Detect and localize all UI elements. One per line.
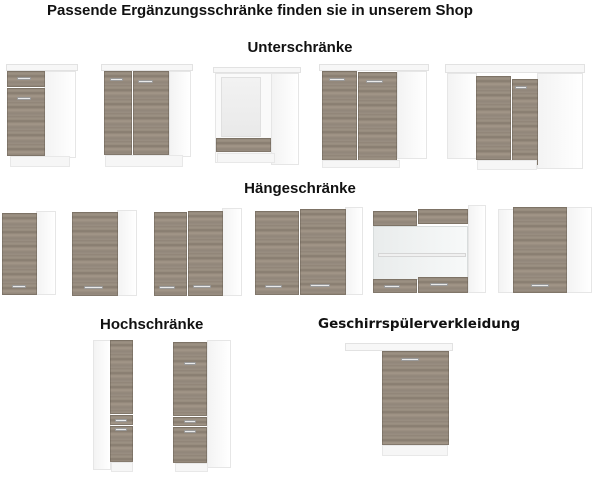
product-wall-cabinet-glass-doors[interactable] [372,205,488,298]
section-heading-unterschraenke: Unterschränke [247,39,353,56]
product-tall-cabinet-narrow[interactable] [93,340,141,474]
section-heading-hochschraenke: Hochschränke [100,316,204,333]
product-wall-cabinet-two-doors[interactable] [152,208,244,298]
product-base-cabinet-two-doors-wide[interactable] [319,64,431,169]
product-dishwasher-front-panel[interactable] [345,343,457,458]
product-corner-wall-cabinet[interactable] [496,205,596,298]
product-corner-base-cabinet[interactable] [445,64,595,172]
section-heading-haengeschraenke: Hängeschränke [244,180,356,197]
product-tall-cabinet-wide[interactable] [172,340,234,474]
product-oven-housing-base-cabinet[interactable] [213,67,301,167]
section-heading-geschirrspueler: Geschirrspülerverkleidung [318,316,521,332]
page-title: Passende Ergänzungsschränke finden sie i… [47,2,473,19]
product-wall-cabinet-narrow[interactable] [2,211,58,297]
product-base-cabinet-two-doors[interactable] [101,64,193,169]
product-wall-cabinet-single-door[interactable] [71,210,139,298]
product-base-cabinet-drawer-door[interactable] [6,64,78,169]
product-wall-cabinet-two-doors-wide[interactable] [255,207,365,298]
